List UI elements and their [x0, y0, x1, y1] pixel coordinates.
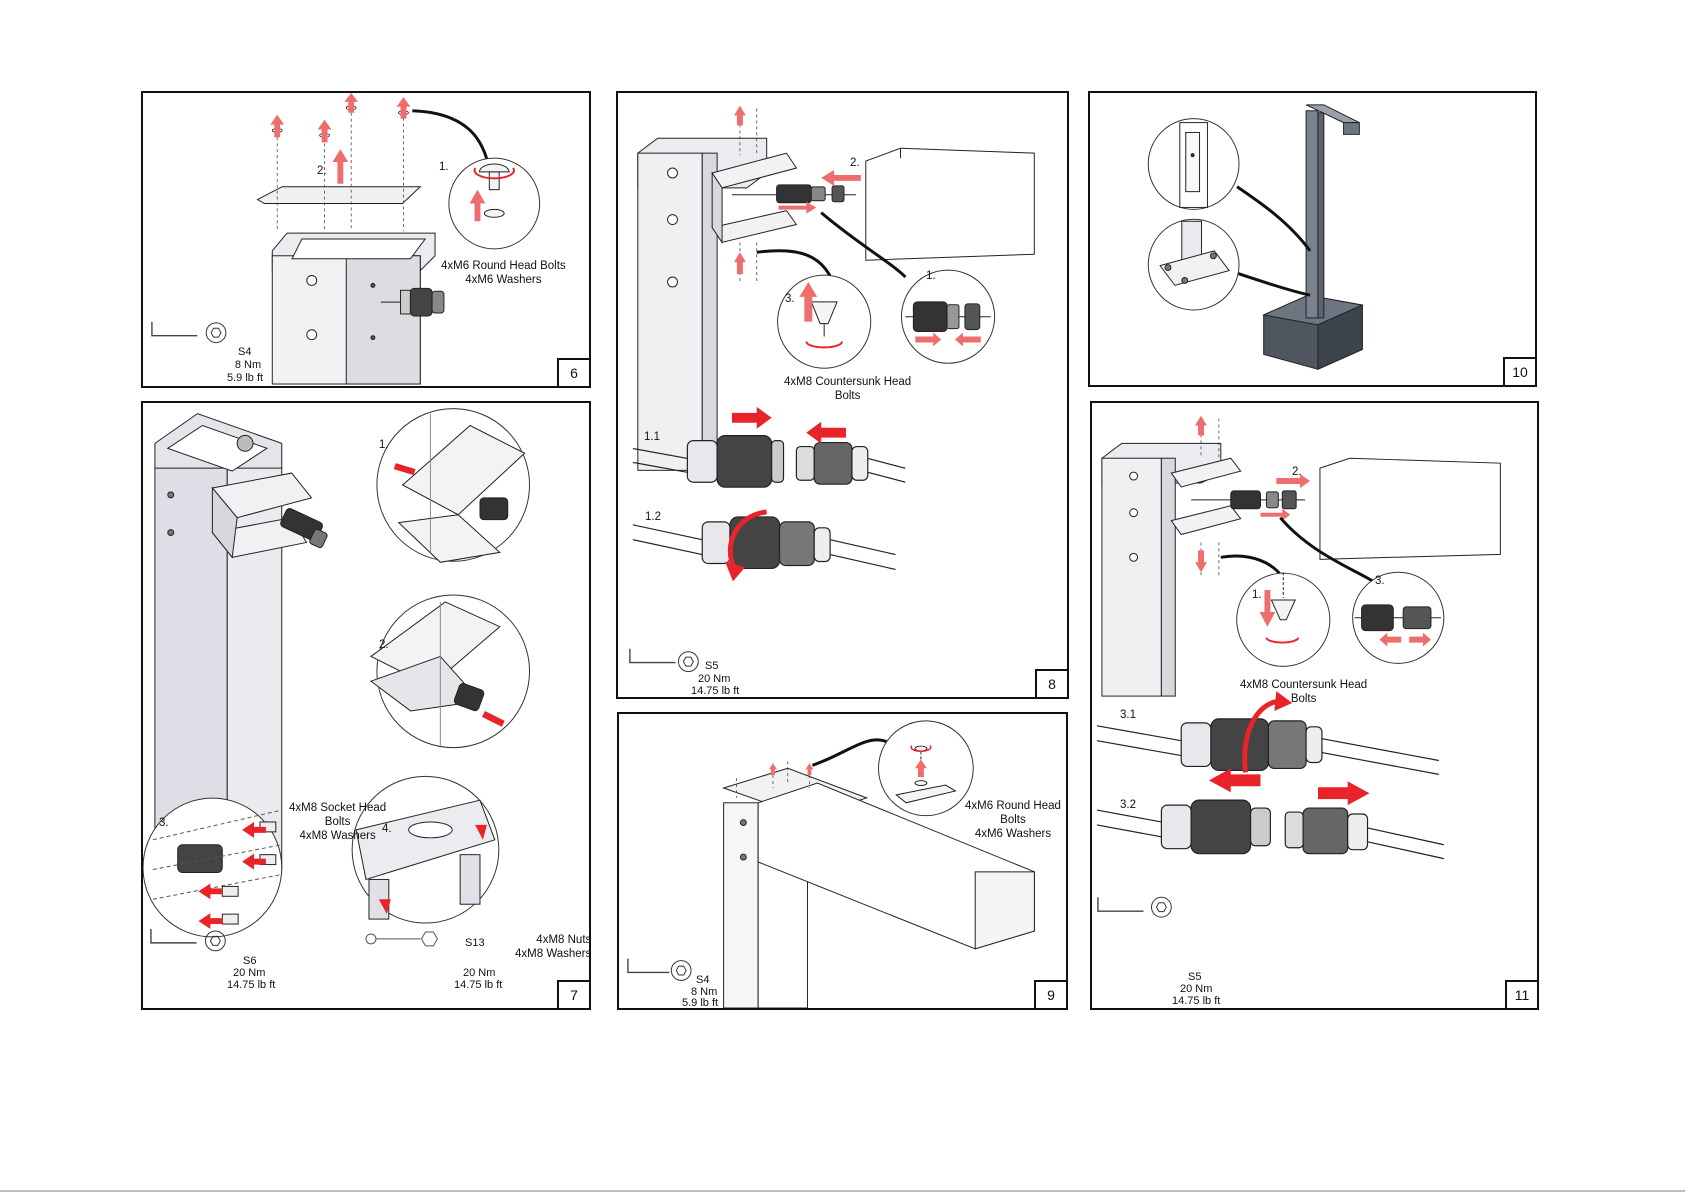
rotate-arrow-icon — [727, 509, 768, 571]
torque-lbft: 5.9 lb ft — [227, 372, 264, 384]
step-10-panel: 10 — [1088, 91, 1537, 387]
bracket — [211, 472, 313, 559]
step-11-illustration — [1096, 415, 1501, 918]
hex-socket-icon — [1150, 896, 1172, 918]
step-9-panel: 4xM6 Round Head Bolts 4xM6 Washers S4 8 … — [617, 712, 1068, 1010]
tool-size: S5 — [1188, 971, 1202, 983]
step-8-panel: 2. 3. 1. 4xM8 Countersunk Head Bolts 1.1… — [616, 91, 1069, 699]
callout-1: 1. — [926, 270, 936, 282]
parts-list: 4xM8 Countersunk Head Bolts — [784, 376, 912, 402]
tool1-torque-nm: 20 Nm — [233, 967, 266, 979]
connector-detail-3-2 — [1096, 799, 1444, 860]
step-number: 11 — [1505, 980, 1539, 1010]
torque-nm: 8 Nm — [691, 986, 718, 998]
cover-plate — [256, 186, 422, 204]
step-number: 7 — [557, 980, 591, 1010]
beam — [865, 147, 1035, 261]
hex-socket-icon — [670, 960, 692, 981]
cable-connector — [280, 508, 328, 549]
page-bottom-border — [0, 1190, 1685, 1192]
wrench-icon — [365, 931, 438, 947]
step-7-panel: 1. 2. 3. 4. 4xM8 Socket Head Bolts 4xM8 … — [141, 401, 591, 1010]
callout-2: 2. — [850, 157, 860, 169]
tool2-torque-nm: 20 Nm — [463, 967, 496, 979]
callout-3: 3. — [1375, 575, 1385, 587]
step-number: 8 — [1035, 669, 1069, 699]
torque-lbft: 5.9 lb ft — [682, 997, 719, 1009]
callout-2: 2. — [317, 165, 327, 177]
step-number: 6 — [557, 358, 591, 388]
post-top — [271, 232, 436, 385]
connector-detail-3-1 — [1096, 718, 1439, 775]
callout-2: 2. — [1292, 466, 1302, 478]
tool-spec: S4 — [238, 346, 251, 358]
hex-socket-icon — [204, 930, 226, 952]
tool2-torque-lbft: 14.75 lb ft — [454, 979, 503, 991]
tool1-torque-lbft: 14.75 lb ft — [227, 979, 276, 991]
cable-connector — [731, 184, 856, 204]
callout-3-1: 3.1 — [1120, 709, 1136, 721]
allen-key-icon — [150, 928, 197, 944]
connector-detail-1-1 — [632, 435, 906, 488]
step-number: 10 — [1503, 357, 1537, 387]
callout-1-1: 1.1 — [644, 431, 660, 443]
step-9-illustration — [627, 720, 1035, 1008]
post-and-beam — [722, 767, 1035, 1008]
beam — [1319, 457, 1501, 560]
torque-spec: 8 Nm — [233, 359, 263, 371]
torque-nm: 20 Nm — [698, 673, 731, 685]
allen-key-icon — [627, 958, 670, 974]
parts-list: 4xM6 Round Head Bolts 4xM6 Washers — [965, 800, 1061, 840]
callout-3: 3. — [159, 817, 169, 829]
cable-connector — [1191, 490, 1306, 510]
parts-bolts: 4xM8 Socket Head Bolts 4xM8 Washers — [289, 802, 387, 842]
callout-1-2: 1.2 — [645, 511, 661, 523]
cable-connector — [380, 287, 445, 317]
post-frame — [1305, 104, 1360, 319]
torque-lbft: 14.75 lb ft — [1172, 995, 1221, 1007]
torque-nm: 20 Nm — [1180, 983, 1213, 995]
hex-socket-icon — [677, 651, 699, 673]
parts-list: 4xM6 Round Head Bolts 4xM6 Washers — [441, 260, 566, 286]
parts-list: 4xM8 Countersunk Head Bolts — [1240, 679, 1368, 705]
tool-size: S4 — [238, 346, 252, 358]
callout-1: 1. — [1252, 589, 1262, 601]
step-6-illustration — [151, 93, 541, 385]
allen-key-icon — [151, 321, 198, 337]
bracket — [1170, 457, 1242, 536]
step-7-illustration — [143, 408, 531, 952]
post — [637, 137, 768, 471]
step-number: 9 — [1034, 980, 1068, 1010]
post — [1101, 442, 1222, 697]
tool1-size: S6 — [243, 955, 257, 967]
callout-1: 1. — [439, 161, 449, 173]
callout-3: 3. — [785, 293, 795, 305]
rotate-arrow-icon — [473, 167, 515, 180]
tool2-size: S13 — [465, 937, 485, 949]
tool-size: S4 — [696, 974, 710, 986]
torque-nm: 8 Nm — [234, 359, 262, 371]
callout-3-2: 3.2 — [1120, 799, 1136, 811]
bracket — [711, 152, 798, 244]
step-6-panel: 2. 1. 4xM6 Round Head Bolts 4xM6 Washers… — [141, 91, 591, 388]
step-11-panel: 2. 1. 3. 4xM8 Countersunk Head Bolts 3.1… — [1090, 401, 1539, 1010]
hex-socket-icon — [205, 322, 227, 344]
step-8-illustration — [629, 105, 1035, 673]
callout-4: 4. — [382, 823, 392, 835]
callout-1: 1. — [379, 439, 389, 451]
allen-key-icon — [629, 648, 676, 664]
torque-lbft-spec: 5.9 lb ft — [227, 372, 263, 384]
tool-size: S5 — [705, 660, 719, 672]
torque-lbft: 14.75 lb ft — [691, 685, 740, 697]
callout-2: 2. — [379, 639, 389, 651]
move-arrow-icon — [270, 93, 411, 184]
parts-nuts: 4xM8 Nuts 4xM8 Washers — [515, 934, 592, 960]
step-10-illustration — [1147, 104, 1364, 370]
allen-key-icon — [1097, 897, 1144, 912]
connector-detail-1-2 — [632, 516, 896, 571]
rotate-arrow-icon — [1242, 698, 1283, 773]
